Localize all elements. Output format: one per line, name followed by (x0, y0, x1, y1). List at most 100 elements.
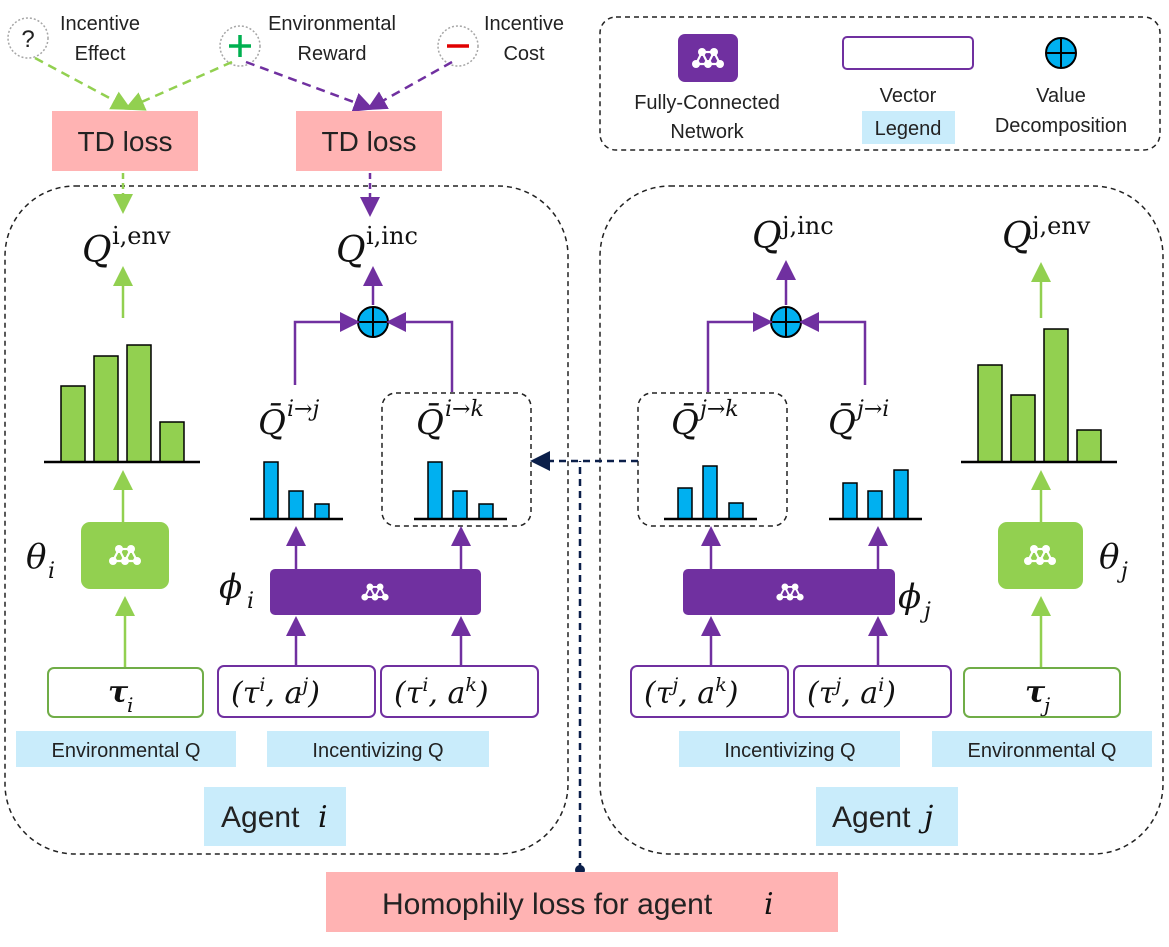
agent-j-qbar-jk-bar (728, 502, 744, 520)
agent-j-env-q-label: Environmental Q (968, 740, 1117, 762)
agent-j-incentive-network-icon (683, 569, 895, 615)
agent-i-input-vector-k (380, 665, 539, 718)
agent-j-inc-q-label: Incentivizing Q (724, 740, 855, 762)
agent-i-tau-symbol: τ (108, 675, 129, 710)
agent-i-qbar-ij-bar (263, 461, 279, 520)
question-icon (7, 17, 49, 59)
agent-j-qbar-jk-bar (677, 487, 693, 520)
agent-j-input-k: (τj, ak) (644, 674, 738, 711)
agent-i-qbar-ik-sup: i→k (445, 397, 484, 422)
agent-i-inc-q-tag (267, 731, 489, 767)
agent-i-title: Agent (221, 801, 300, 834)
agent-i-qbar-ij-bar (288, 490, 304, 520)
agent-j-tau-symbol: τ (1025, 675, 1046, 710)
environmental-reward-label-1: Environmental (268, 13, 396, 35)
agent-i-incentive-network-icon (270, 569, 481, 615)
agent-i-value-decomposition-icon (357, 306, 389, 338)
agent-i-env-q-bars (44, 344, 200, 464)
td-loss-left-box (52, 111, 198, 171)
agent-i-input-vector-j (217, 665, 376, 718)
agent-j-env-bar (1043, 328, 1069, 463)
incentive-effect-signal: ? Incentive Effect (7, 13, 140, 65)
agent-i-theta-symbol: θ (26, 537, 46, 577)
agent-i-env-bar (93, 355, 119, 463)
agent-j-qbar-jk-bar (702, 465, 718, 520)
arrow-qbar-ik-to-vd (386, 312, 454, 392)
agent-i-q-env-sup: i,env (112, 222, 171, 250)
agent-j-qbar-ji-symbol: Q̄ (828, 402, 856, 443)
agent-i-title-box (204, 787, 346, 846)
arrow-cost-to-td-right (366, 60, 453, 110)
agent-j-qbar-jk-symbol: Q̄ (671, 402, 699, 443)
legend-box: Fully-Connected Network Vector Legend Va… (599, 16, 1161, 151)
agent-i-qbar-ij-bar (314, 503, 330, 520)
agent-j-tau-sub: j (1040, 693, 1050, 717)
td-loss-right-box (296, 111, 442, 171)
agent-i-input-j: (τi, aj) (231, 674, 320, 711)
agent-i-qbar-ik-bar (478, 503, 494, 520)
agent-i-qbar-ij-sup: i→j (287, 397, 319, 422)
agent-j-q-inc-symbol: Q (752, 216, 782, 257)
agent-j-q-env-sup: j,env (1029, 212, 1091, 240)
arrow-reward-to-td-right (245, 60, 374, 112)
incentive-cost-label-2: Cost (503, 43, 545, 65)
td-loss-right-label: TD loss (322, 126, 417, 157)
environmental-reward-signal: Environmental Reward (219, 13, 396, 67)
agent-j-phi-symbol: ϕ (898, 577, 921, 617)
agent-i-q-inc-sup: i,inc (366, 222, 418, 250)
agent-i-env-input-vector (47, 667, 204, 718)
agent-j-env-bar (1010, 394, 1036, 463)
agent-j-title: Agent (832, 801, 911, 834)
agent-j-theta-symbol: θ (1099, 537, 1119, 577)
agent-j-qbar-ji-bars (829, 469, 922, 521)
agent-i-env-bar (126, 344, 152, 463)
agent-j-inc-q-tag (679, 731, 900, 767)
agent-i-env-bar (159, 421, 185, 463)
arrow-qbar-ji-to-vd (799, 312, 867, 385)
agent-j-env-network-icon (998, 522, 1083, 589)
arrow-qbar-jk-to-vd (706, 312, 773, 392)
agent-i-qbar-ik-symbol: Q̄ (416, 402, 444, 443)
agent-j-env-bar (1076, 429, 1102, 463)
agent-i-phi-sub: i (247, 589, 254, 614)
homophily-loss-box (326, 872, 838, 932)
agent-j-qbar-ji-sup: j→i (852, 397, 889, 422)
agent-j-input-vector-k (630, 665, 789, 718)
agent-i-qbar-ij-bars (250, 461, 343, 521)
agent-i-qbar-ik-bars (414, 461, 507, 521)
incentive-effect-label-1: Incentive (60, 13, 140, 35)
agent-i-qbar-ij-symbol: Q̄ (258, 402, 286, 443)
legend-fcn-label-2: Network (670, 121, 744, 143)
agent-j-title-box (816, 787, 958, 846)
agent-j-input-i: (τj, ai) (807, 674, 896, 711)
agent-i-env-bar (60, 385, 86, 463)
arrow-reward-to-td-left (124, 60, 233, 111)
agent-j-env-bar (977, 364, 1003, 463)
agent-j-q-env-symbol: Q (1002, 216, 1032, 257)
agent-i-env-q-label: Environmental Q (52, 740, 201, 762)
agent-j-qbar-ji-bar (842, 482, 858, 520)
agent-i-theta-sub: i (48, 559, 55, 584)
agent-j-env-input-vector (963, 667, 1121, 718)
environmental-reward-label-2: Reward (298, 43, 367, 65)
fully-connected-network-icon (678, 34, 738, 82)
agent-i-tau-sub: i (127, 693, 133, 717)
agent-j-env-q-bars (961, 328, 1117, 464)
agent-i-input-k: (τi, ak) (394, 674, 489, 711)
incentive-cost-signal: Incentive Cost (437, 13, 564, 67)
incentive-effect-label-2: Effect (75, 43, 126, 65)
agent-j-qbar-ji-bar (867, 490, 883, 520)
legend-vector-label: Vector (880, 85, 937, 107)
agent-j-container (599, 185, 1164, 855)
agent-i-env-network-icon (81, 522, 169, 589)
legend-fcn-label-1: Fully-Connected (634, 92, 780, 114)
question-icon-glyph: ? (21, 26, 34, 53)
agent-j-env-q-tag (932, 731, 1152, 767)
agent-i-qbar-ik-bar (452, 490, 468, 520)
agent-i-title-var: i (318, 800, 328, 835)
td-loss-left-label: TD loss (78, 126, 173, 157)
agent-i-q-inc-symbol: Q (336, 230, 366, 271)
agent-j-q-inc-sup: j,inc (779, 212, 834, 240)
agent-i-q-env-symbol: Q (82, 230, 112, 271)
